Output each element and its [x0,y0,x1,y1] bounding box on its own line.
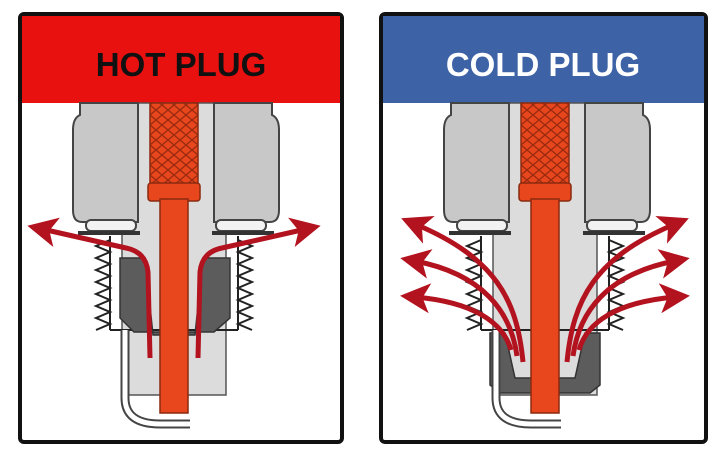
hot-plug-drawing [27,102,321,424]
cold-plug-header [383,16,704,103]
cold-plug-panel: COLD PLUG [379,12,708,444]
heat-flow-arrows [400,215,690,363]
hot-plug-title: HOT PLUG [96,46,267,83]
cold-plug-title: COLD PLUG [446,46,640,83]
hot-plug-header [22,16,340,103]
heat-flow-arrows [27,217,321,359]
hot-plug-panel: HOT PLUG [18,12,344,444]
cold-plug-drawing [400,102,690,424]
